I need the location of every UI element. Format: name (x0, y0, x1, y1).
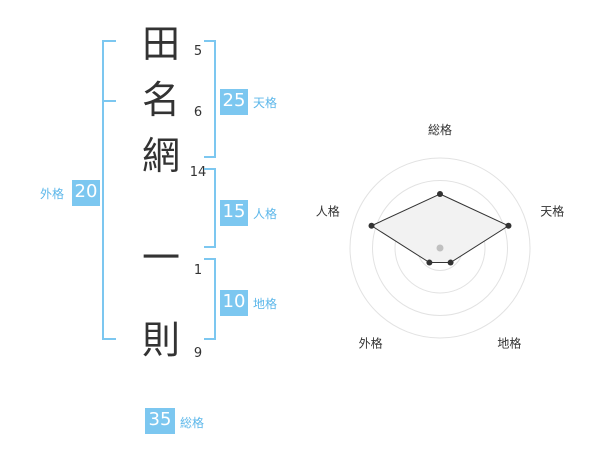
chikaku-value: 10 (220, 290, 248, 316)
stroke-count-1: 5 (193, 44, 203, 59)
gaikaku-label: 外格 (40, 187, 65, 201)
jinkaku-label: 人格 (253, 207, 278, 221)
radar-point-4 (426, 259, 433, 266)
radar-ring (372, 180, 508, 316)
radar-point-2 (505, 222, 512, 229)
radar-axis-label-5: 人格 (316, 204, 340, 219)
gaikaku-value: 20 (72, 180, 100, 206)
name-char-2: 名 (141, 78, 180, 122)
name-char-3: 網 (141, 134, 180, 178)
jinkaku-value: 15 (220, 200, 248, 226)
radar-center-dot (436, 244, 444, 252)
radar-axis-label-3: 地格 (497, 335, 521, 350)
name-char-4: 一 (141, 236, 180, 280)
tenkaku-value: 25 (220, 89, 248, 115)
stroke-count-4: 1 (193, 263, 203, 278)
soukaku-value: 35 (145, 408, 175, 434)
radar-point-3 (447, 259, 454, 266)
radar-series-polygon (370, 193, 510, 264)
radar-axis-label-1: 総格 (428, 122, 452, 137)
soukaku-label: 総格 (180, 416, 205, 430)
radar-axis-label-4: 外格 (359, 335, 383, 350)
radar-axis-label-2: 天格 (540, 204, 564, 219)
radar-ring (349, 157, 531, 339)
chikaku-label: 地格 (253, 297, 278, 311)
name-char-1: 田 (141, 22, 180, 66)
tenkaku-label: 天格 (253, 96, 278, 110)
stroke-count-3: 14 (189, 165, 207, 180)
name-char-5: 則 (141, 318, 180, 362)
radar-point-1 (437, 191, 443, 197)
stroke-count-5: 9 (193, 346, 203, 361)
stroke-count-2: 6 (193, 105, 203, 120)
radar-point-5 (368, 222, 375, 229)
